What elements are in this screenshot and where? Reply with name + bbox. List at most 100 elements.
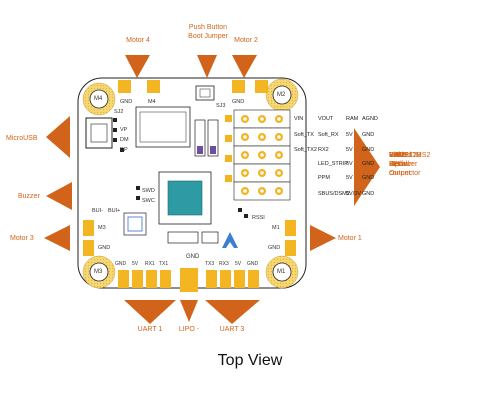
pin-table-cell: GND — [362, 175, 375, 181]
callout-buzzer: Buzzer — [18, 193, 40, 200]
flash-chip — [135, 106, 191, 148]
callout-motor4: Motor 4 — [126, 37, 150, 44]
silk-m3-pad: M3 — [98, 225, 106, 231]
pin-table-cell: 5V/3V — [346, 191, 361, 197]
uart3-pads — [206, 270, 259, 288]
callout-push-button-line2: Boot Jumper — [188, 33, 228, 40]
mount-hole-m2 — [265, 78, 299, 112]
regulator-b — [201, 231, 219, 244]
callout-uart3: UART 3 — [219, 326, 245, 333]
uart3-pin-0: TX3 — [205, 261, 215, 267]
silk-gnd-m3: GND — [98, 245, 111, 251]
side-label-soft-serial: Soft Serial — [389, 150, 408, 169]
arrow-motor4-icon — [125, 55, 150, 78]
silk-rssi: RSSI — [252, 215, 265, 221]
silk-gnd-m1: GND — [268, 245, 281, 251]
silk-m1-pad: M1 — [272, 225, 280, 231]
pin-table-cell: RAM — [346, 116, 359, 122]
pin-table-cell: PPM — [318, 175, 330, 181]
motor1-pad-top — [285, 220, 296, 236]
mount-hole-m1 — [265, 255, 299, 289]
pin-table-cell: GND — [362, 147, 375, 153]
callout-microusb: MicroUSB — [6, 135, 38, 142]
silk-m3: M3 — [94, 269, 103, 275]
silk-sj3: SJ3 — [216, 103, 226, 109]
mount-hole-m4 — [82, 82, 116, 116]
side-label-uart2: UART 2 — [389, 150, 409, 169]
arrow-side-io-icon — [354, 128, 380, 206]
pin-table-cell: Soft_TX2 — [294, 147, 317, 153]
silk-swd: SWD — [142, 188, 155, 194]
uart1-pin-1: 5V — [132, 261, 139, 267]
pin-table-cell: RX2 — [318, 147, 329, 153]
arrow-microusb-icon — [46, 116, 70, 158]
callout-motor3: Motor 3 — [10, 235, 34, 242]
arrow-lipo-icon — [180, 300, 198, 322]
callout-uart1: UART 1 — [137, 326, 163, 333]
uart1-pads — [118, 270, 171, 288]
arrow-uart3-icon — [205, 300, 260, 324]
pin-table-cell: LED_STRIP — [318, 161, 348, 167]
motor2-pad-a — [232, 80, 245, 93]
side-label-ws2812b: WS2812B LED connector — [389, 150, 422, 178]
arrow-motor2-icon — [232, 55, 257, 78]
silk-m4: M4 — [94, 96, 103, 102]
callout-arrows — [44, 55, 380, 324]
side-label-ppm: PPM Reciever — [389, 150, 418, 169]
arrow-push-button-icon — [197, 55, 217, 78]
motor4-pad-b — [147, 80, 160, 93]
pin-table-cell: GND — [362, 191, 375, 197]
pin-table-cell: GND — [362, 132, 375, 138]
uart3-pin-3: GND — [247, 261, 259, 267]
page-title: Top View — [217, 352, 283, 369]
uart1-pin-2: RX1 — [145, 261, 155, 267]
capacitor-group — [194, 119, 219, 157]
callout-motor1: Motor 1 — [338, 235, 362, 242]
boot-jumper-inner — [199, 88, 211, 98]
regulator-a — [167, 231, 199, 244]
motor3-pad-top — [83, 220, 94, 236]
pin-table-cell: Soft_TX — [294, 132, 314, 138]
pin-table-cell: SBUS/DSM2 — [318, 191, 350, 197]
direction-arrow-icon — [222, 232, 238, 248]
pin-table-cell: Soft_RX — [318, 132, 339, 138]
silk-gnd-bottom: GND — [186, 254, 200, 260]
mcu-chip — [158, 171, 212, 225]
pin-table-cell: 5V — [346, 132, 353, 138]
microusb-connector — [85, 117, 113, 149]
arrow-buzzer-icon — [46, 182, 72, 210]
pin-table-cell: VIN — [294, 116, 304, 122]
uart3-pin-2: 5V — [235, 261, 242, 267]
motor4-pad-a — [118, 80, 131, 93]
silk-m4-pad: M4 — [148, 99, 156, 105]
motor3-pad-bottom — [83, 240, 94, 256]
silk-gnd-top-right: GND — [232, 99, 245, 105]
silk-m2: M2 — [277, 92, 286, 98]
pin-table-cell: GND — [362, 161, 375, 167]
silk-vp: VP — [120, 127, 128, 133]
silk-dm: DM — [120, 137, 129, 143]
callout-push-button-line1: Push Button — [188, 24, 228, 31]
lipo-negative-pad — [180, 268, 198, 292]
silk-swc: SWC — [142, 198, 155, 204]
silk-m1: M1 — [277, 269, 286, 275]
pin-table-cell: 5V — [346, 147, 353, 153]
pin-table-cell: VOUT — [318, 116, 334, 122]
header-pins — [225, 109, 291, 201]
silk-bui-minus: BUI- — [92, 208, 103, 214]
uart1-pin-0: GND — [115, 261, 127, 267]
callout-motor2: Motor 2 — [234, 37, 258, 44]
gyro-chip — [123, 212, 147, 236]
arrow-motor1-icon — [310, 225, 336, 251]
uart3-pin-1: RX3 — [219, 261, 229, 267]
uart1-pin-3: TX1 — [159, 261, 169, 267]
silk-dp: DP — [120, 147, 128, 153]
arrow-motor3-icon — [44, 225, 70, 251]
callout-lipo: LIPO - — [178, 326, 200, 333]
side-label-video: Vindeo Input / Output — [389, 150, 412, 178]
arrow-uart1-icon — [124, 300, 176, 324]
pin-table-cell: AGND — [362, 116, 378, 122]
direction-arrow-notch — [226, 242, 234, 248]
